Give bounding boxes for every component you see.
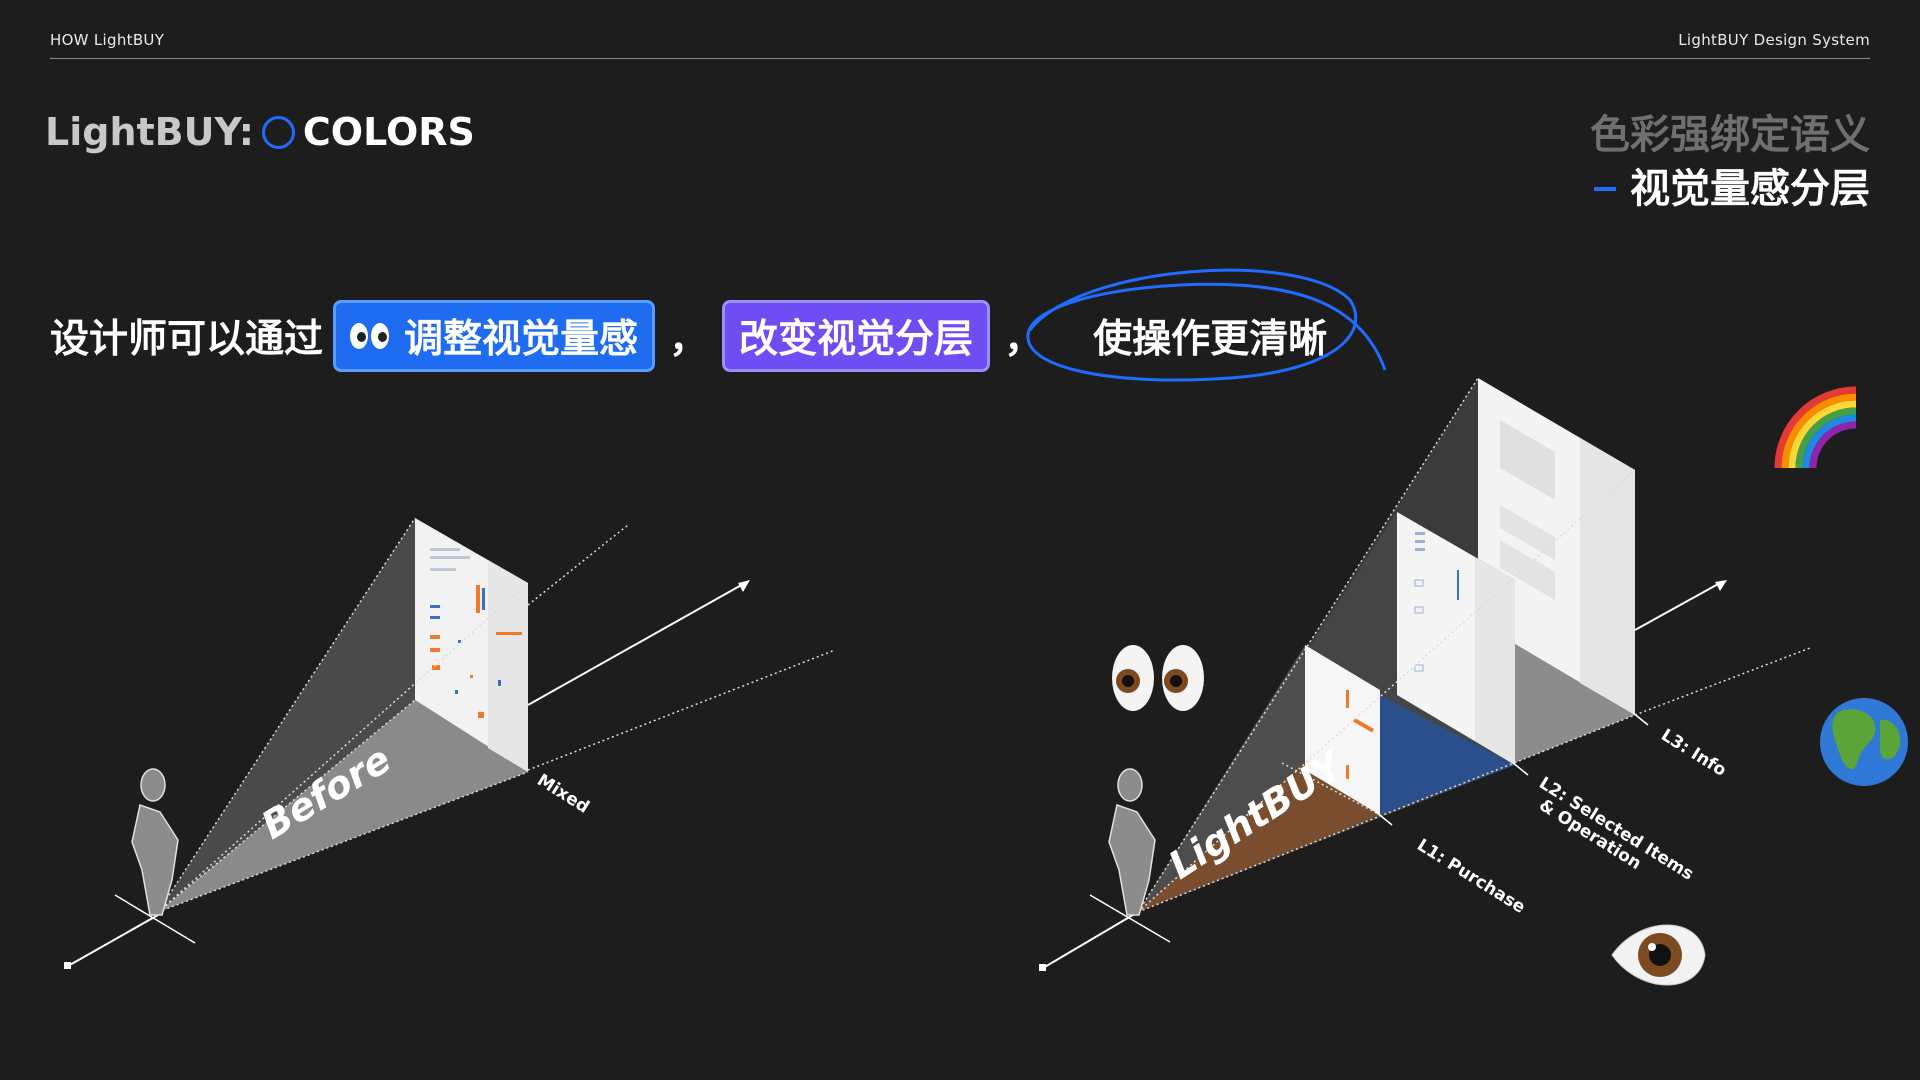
header-divider	[50, 58, 1870, 59]
eye-icon	[1611, 924, 1706, 986]
eyes-icon	[350, 323, 392, 349]
panel-content	[430, 548, 522, 718]
panel-l1	[1305, 645, 1380, 815]
chip-change-layers: 改变视觉分层	[722, 300, 991, 372]
diagram-right: LightBUY L1: Purchase L2: Selected Items…	[1039, 377, 1908, 986]
circled-phrase: 使操作更清晰	[1063, 308, 1357, 364]
headline: 设计师可以通过 调整视觉量感 ， 改变视觉分层 ， 使操作更清晰	[50, 298, 1357, 374]
chip-adjust-weight: 调整视觉量感	[333, 300, 656, 372]
person-icon	[131, 768, 179, 916]
dash-marker	[1594, 187, 1616, 191]
panel-l3	[1478, 378, 1635, 715]
headline-lead: 设计师可以通过	[50, 317, 324, 362]
chip-adjust-weight-label: 调整视觉量感	[404, 317, 639, 362]
caption-line-2: 视觉量感分层	[1630, 166, 1870, 212]
header-right: LightBUY Design System	[1678, 31, 1870, 49]
chip-change-layers-label: 改变视觉分层	[739, 317, 974, 362]
eyes-icon-large	[1112, 645, 1204, 711]
title-prefix: LightBUY:	[45, 110, 254, 154]
top-right-caption: 色彩强绑定语义 视觉量感分层	[1590, 108, 1870, 216]
person-icon-right	[1108, 768, 1156, 916]
level-label-l2-a: L2: Selected Items	[1535, 773, 1697, 884]
circled-phrase-text: 使操作更清晰	[1093, 317, 1328, 362]
globe-icon	[1820, 698, 1908, 786]
diagram-left: Before Mixed	[64, 517, 836, 969]
header-left: HOW LightBUY	[50, 31, 165, 49]
panel-l2	[1397, 512, 1515, 765]
axis-label-mixed: Mixed	[533, 770, 592, 817]
rainbow-icon	[1774, 386, 1857, 469]
circle-icon	[261, 115, 295, 149]
caption-line-1: 色彩强绑定语义	[1590, 112, 1870, 158]
hand-drawn-ellipse	[1026, 268, 1387, 382]
comma-1: ，	[669, 317, 709, 362]
level-label-l3: L3: Info	[1657, 725, 1729, 781]
page-title: LightBUY: COLORS	[45, 110, 475, 154]
level-label-l1: L1: Purchase	[1413, 835, 1528, 917]
title-main: COLORS	[302, 110, 475, 154]
caption-line-2-row: 视觉量感分层	[1590, 162, 1870, 216]
